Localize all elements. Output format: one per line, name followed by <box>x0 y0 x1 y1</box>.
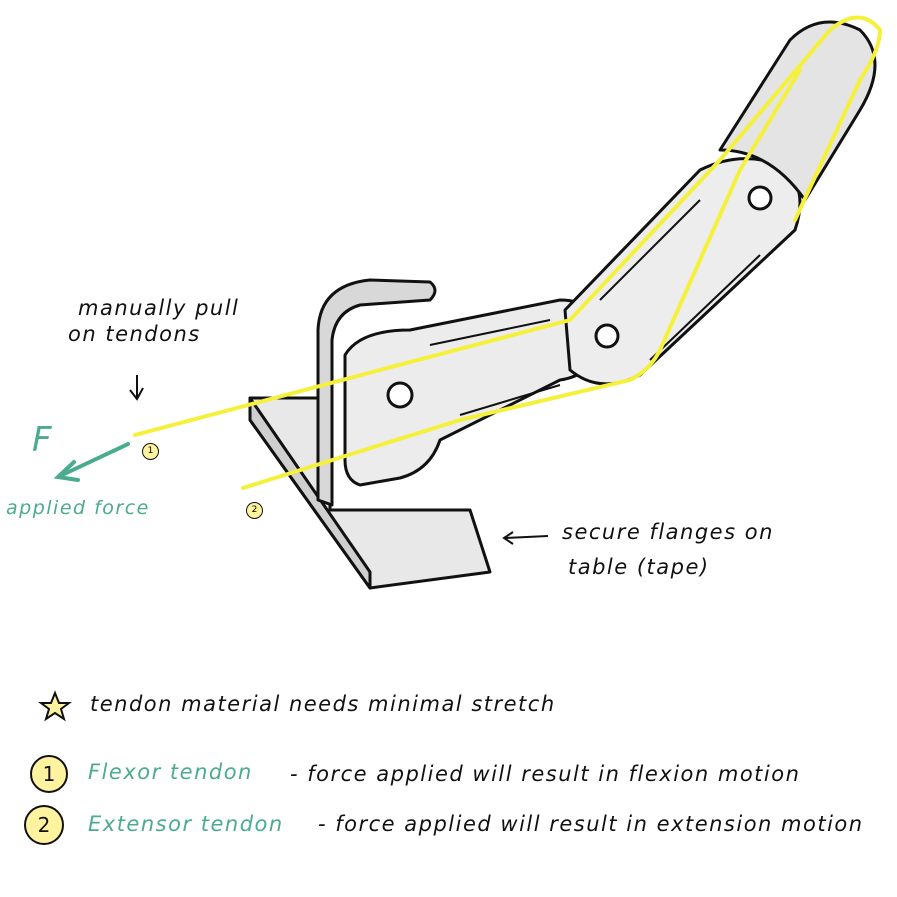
distal-joint-hole <box>747 185 773 211</box>
proximal-link <box>343 298 602 487</box>
legend-marker-2: 2 <box>24 805 64 845</box>
legend-desc-extensor: - force applied will result in extension… <box>318 812 864 836</box>
legend-marker-1: 1 <box>30 755 68 793</box>
pull-label-line2: on tendons <box>68 322 201 346</box>
pull-arrow <box>129 375 144 401</box>
star-note: tendon material needs minimal stretch <box>90 692 556 716</box>
star-icon <box>38 690 72 722</box>
pull-label-line1: manually pull <box>78 296 240 320</box>
base-bracket <box>316 278 437 507</box>
legend-name-flexor: Flexor tendon <box>88 760 253 784</box>
flange-arrow <box>502 531 549 545</box>
proximal-joint-hole <box>386 381 414 409</box>
middle-joint-hole <box>594 323 620 349</box>
flange-label-line1: secure flanges on <box>562 520 774 544</box>
flexor-tendon <box>133 15 883 437</box>
legend-desc-flexor: - force applied will result in flexion m… <box>290 762 801 786</box>
force-symbol: F <box>32 420 54 460</box>
extensor-tendon <box>241 68 802 490</box>
distal-link <box>718 20 877 202</box>
flexor-marker: 1 <box>142 443 159 460</box>
extensor-marker: 2 <box>246 502 263 519</box>
flange-label-line2: table (tape) <box>568 555 710 579</box>
legend-name-extensor: Extensor tendon <box>88 812 284 836</box>
force-label: applied force <box>6 497 150 519</box>
force-arrow <box>53 442 130 482</box>
